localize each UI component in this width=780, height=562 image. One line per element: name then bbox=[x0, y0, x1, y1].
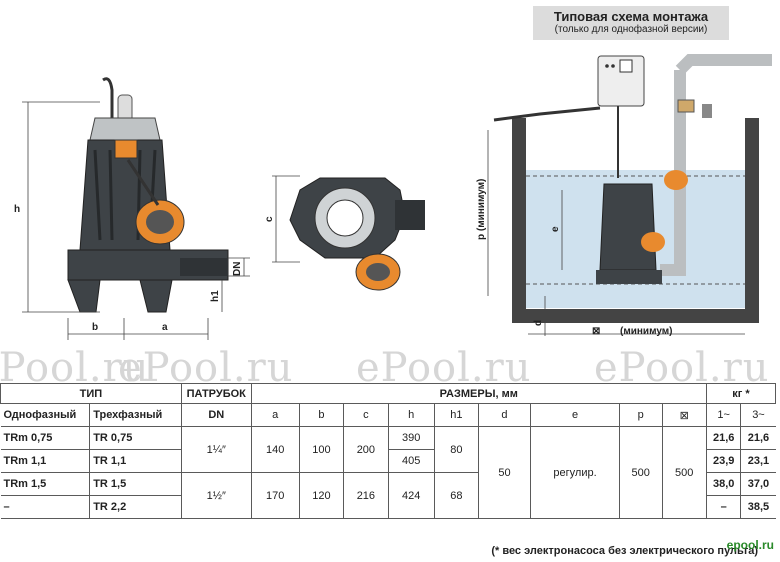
cell-three: TR 0,75 bbox=[89, 426, 182, 450]
cell-weight-1ph: 38,0 bbox=[705, 472, 742, 496]
header-single-phase: Однофазный bbox=[0, 403, 91, 427]
diag-symbol: ⊠ bbox=[592, 326, 600, 337]
pump-top-view bbox=[289, 177, 425, 291]
cell-h1: 80 bbox=[433, 426, 479, 473]
cell-single: TRm 1,5 bbox=[0, 472, 91, 496]
pump-side-dimensions bbox=[22, 101, 250, 340]
dim-label-h1: h1 bbox=[210, 290, 221, 302]
header-diag: ⊠ bbox=[661, 403, 707, 427]
cell-three: TR 1,1 bbox=[89, 449, 182, 473]
header-weight-3ph: 3~ bbox=[740, 403, 776, 427]
cell-three: TR 1,5 bbox=[89, 472, 182, 496]
scheme-title: Типовая схема монтажа bbox=[553, 9, 709, 24]
table-subheader-row: Однофазный Трехфазный DN a b c h h1 d e … bbox=[0, 403, 776, 427]
header-three-phase: Трехфазный bbox=[89, 403, 182, 427]
brand-logo: epool.ru bbox=[726, 538, 774, 552]
header-type: ТИП bbox=[0, 383, 182, 404]
cell-c: 216 bbox=[343, 472, 389, 519]
cell-weight-3ph: 37,0 bbox=[740, 472, 776, 496]
cell-weight-3ph: 21,6 bbox=[740, 426, 776, 450]
cell-dn: 1½″ bbox=[180, 472, 252, 519]
header-b: b bbox=[298, 403, 345, 427]
pump-top-dimensions bbox=[272, 175, 300, 263]
footnote: (* вес электронасоса без электрического … bbox=[491, 545, 758, 557]
cell-weight-1ph: 23,9 bbox=[705, 449, 742, 473]
header-e: e bbox=[530, 403, 620, 427]
dim-label-p: p (минимум) bbox=[476, 179, 487, 240]
cell-single: TRm 1,1 bbox=[0, 449, 91, 473]
cell-d: 50 bbox=[477, 426, 532, 519]
header-outlet: ПАТРУБОК bbox=[180, 383, 252, 404]
cell-single: – bbox=[0, 495, 91, 519]
cell-weight-1ph: – bbox=[705, 495, 742, 519]
header-h1: h1 bbox=[433, 403, 479, 427]
technical-drawings: h b a DN h1 c bbox=[14, 54, 772, 340]
dim-label-e: e bbox=[550, 226, 561, 232]
cell-p: 500 bbox=[618, 426, 663, 519]
scheme-title-box: Типовая схема монтажа (только для однофа… bbox=[533, 6, 729, 40]
scheme-dimensions bbox=[487, 130, 745, 336]
cell-weight-1ph: 21,6 bbox=[705, 426, 742, 450]
cell-single: TRm 0,75 bbox=[0, 426, 91, 450]
header-dn: DN bbox=[180, 403, 252, 427]
cell-c: 200 bbox=[343, 426, 389, 473]
cell-a: 140 bbox=[250, 426, 300, 473]
header-weight-1ph: 1~ bbox=[705, 403, 742, 427]
cell-weight-3ph: 38,5 bbox=[740, 495, 776, 519]
cell-weight-3ph: 23,1 bbox=[740, 449, 776, 473]
cell-h1: 68 bbox=[433, 472, 479, 519]
header-a: a bbox=[250, 403, 300, 427]
cell-b: 100 bbox=[298, 426, 345, 473]
cell-e: регулир. bbox=[530, 426, 620, 519]
header-c: c bbox=[343, 403, 389, 427]
dim-label-d: d bbox=[533, 320, 544, 326]
cell-h: 424 bbox=[387, 472, 435, 519]
pump-side-view bbox=[67, 77, 229, 313]
cell-h: 390 bbox=[387, 426, 435, 450]
dim-label-width-min: (минимум) bbox=[620, 326, 673, 337]
scheme-subtitle: (только для однофазной версии) bbox=[554, 24, 708, 35]
dim-label-c: c bbox=[264, 216, 275, 222]
cell-diag: 500 bbox=[661, 426, 707, 519]
dim-label-h: h bbox=[14, 204, 20, 215]
header-p: p bbox=[618, 403, 663, 427]
header-d: d bbox=[477, 403, 532, 427]
installation-scheme bbox=[493, 54, 772, 323]
header-h: h bbox=[387, 403, 435, 427]
table-header-row: ТИП ПАТРУБОК РАЗМЕРЫ, мм кг * bbox=[0, 383, 777, 404]
cell-h: 405 bbox=[387, 449, 435, 473]
cell-a: 170 bbox=[250, 472, 300, 519]
table-row: – TR 2,2 – 38,5 bbox=[0, 495, 776, 519]
header-weight: кг * bbox=[705, 383, 777, 404]
dim-label-b: b bbox=[92, 322, 98, 333]
cell-dn: 1¼″ bbox=[180, 426, 252, 473]
spec-table: ТИП ПАТРУБОК РАЗМЕРЫ, мм кг * Однофазный… bbox=[0, 383, 777, 519]
table-row: TRm 0,75 TR 0,75 1¼″ 140 100 200 390 80 … bbox=[0, 426, 776, 519]
dim-label-dn: DN bbox=[232, 262, 243, 276]
cell-b: 120 bbox=[298, 472, 345, 519]
dim-label-a: a bbox=[162, 322, 168, 333]
header-dimensions: РАЗМЕРЫ, мм bbox=[250, 383, 707, 404]
cell-three: TR 2,2 bbox=[89, 495, 182, 519]
